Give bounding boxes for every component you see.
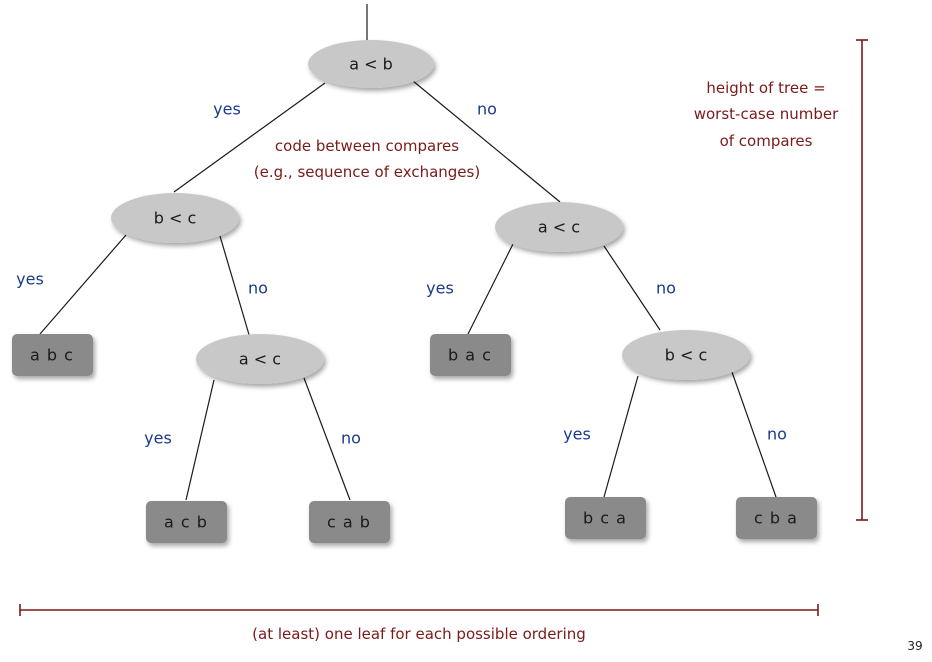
height-annotation-line-1: height of tree = <box>706 79 825 97</box>
leaf-bracket <box>19 604 819 616</box>
edge-lr-leaf-no <box>303 377 351 501</box>
leaf-label: c a b <box>327 513 371 532</box>
leaf-label: b a c <box>448 346 492 365</box>
branch-label-left-no: no <box>248 279 268 298</box>
height-annotation-line-3: of compares <box>720 132 813 150</box>
height-annotation: height of tree = worst-case number of co… <box>694 79 839 150</box>
code-annotation-line-1: code between compares <box>275 137 459 155</box>
edge-left-right <box>219 235 251 339</box>
branch-label-root-yes: yes <box>213 100 241 119</box>
edge-left-leaf <box>39 234 127 335</box>
leaf-bca: b c a <box>565 497 646 539</box>
branch-label-rr-yes: yes <box>563 425 591 444</box>
height-bracket <box>856 39 868 521</box>
leaf-abc: a b c <box>12 334 93 376</box>
leaf-label: c b a <box>754 509 798 528</box>
edge-right-right <box>603 245 661 331</box>
compare-node-left-right: a < c <box>196 334 324 384</box>
branch-label-lr-no: no <box>341 429 361 448</box>
code-annotation-line-2: (e.g., sequence of exchanges) <box>254 163 480 181</box>
leaf-acb: a c b <box>146 501 227 543</box>
height-annotation-line-2: worst-case number <box>694 105 839 123</box>
leaf-annotation: (at least) one leaf for each possible or… <box>252 625 586 643</box>
leaf-cba: c b a <box>736 497 817 539</box>
branch-label-left-yes: yes <box>16 270 44 289</box>
leaf-label: b c a <box>583 509 627 528</box>
compare-node-label: a < c <box>538 218 580 237</box>
compare-node-left: b < c <box>111 193 239 243</box>
leaf-bac: b a c <box>430 334 511 376</box>
branch-label-rr-no: no <box>767 425 787 444</box>
edge-rr-leaf-yes <box>603 375 639 498</box>
compare-node-right: a < c <box>495 202 623 252</box>
branch-label-right-yes: yes <box>426 279 454 298</box>
branch-label-right-no: no <box>656 279 676 298</box>
edge-rr-leaf-no <box>731 371 777 498</box>
leaf-label: a b c <box>30 346 74 365</box>
page-number: 39 <box>907 639 922 653</box>
tree-edges <box>39 4 777 501</box>
compare-node-label: b < c <box>665 346 708 365</box>
edge-root-right <box>412 80 561 203</box>
compare-node-label: b < c <box>154 209 197 228</box>
compare-node-root: a < b <box>308 40 434 88</box>
edge-root-left <box>173 82 326 193</box>
code-annotation: code between compares (e.g., sequence of… <box>254 137 480 181</box>
compare-node-label: a < b <box>349 55 393 74</box>
leaf-label: a c b <box>164 513 208 532</box>
leaf-cab: c a b <box>309 501 390 543</box>
branch-labels: yes no yes no yes no yes no yes no <box>16 100 787 448</box>
edge-lr-leaf-yes <box>185 379 215 501</box>
compare-node-right-right: b < c <box>622 330 750 380</box>
compare-node-label: a < c <box>239 350 281 369</box>
edge-right-leaf <box>467 243 514 335</box>
branch-label-root-no: no <box>477 100 497 119</box>
branch-label-lr-yes: yes <box>144 429 172 448</box>
